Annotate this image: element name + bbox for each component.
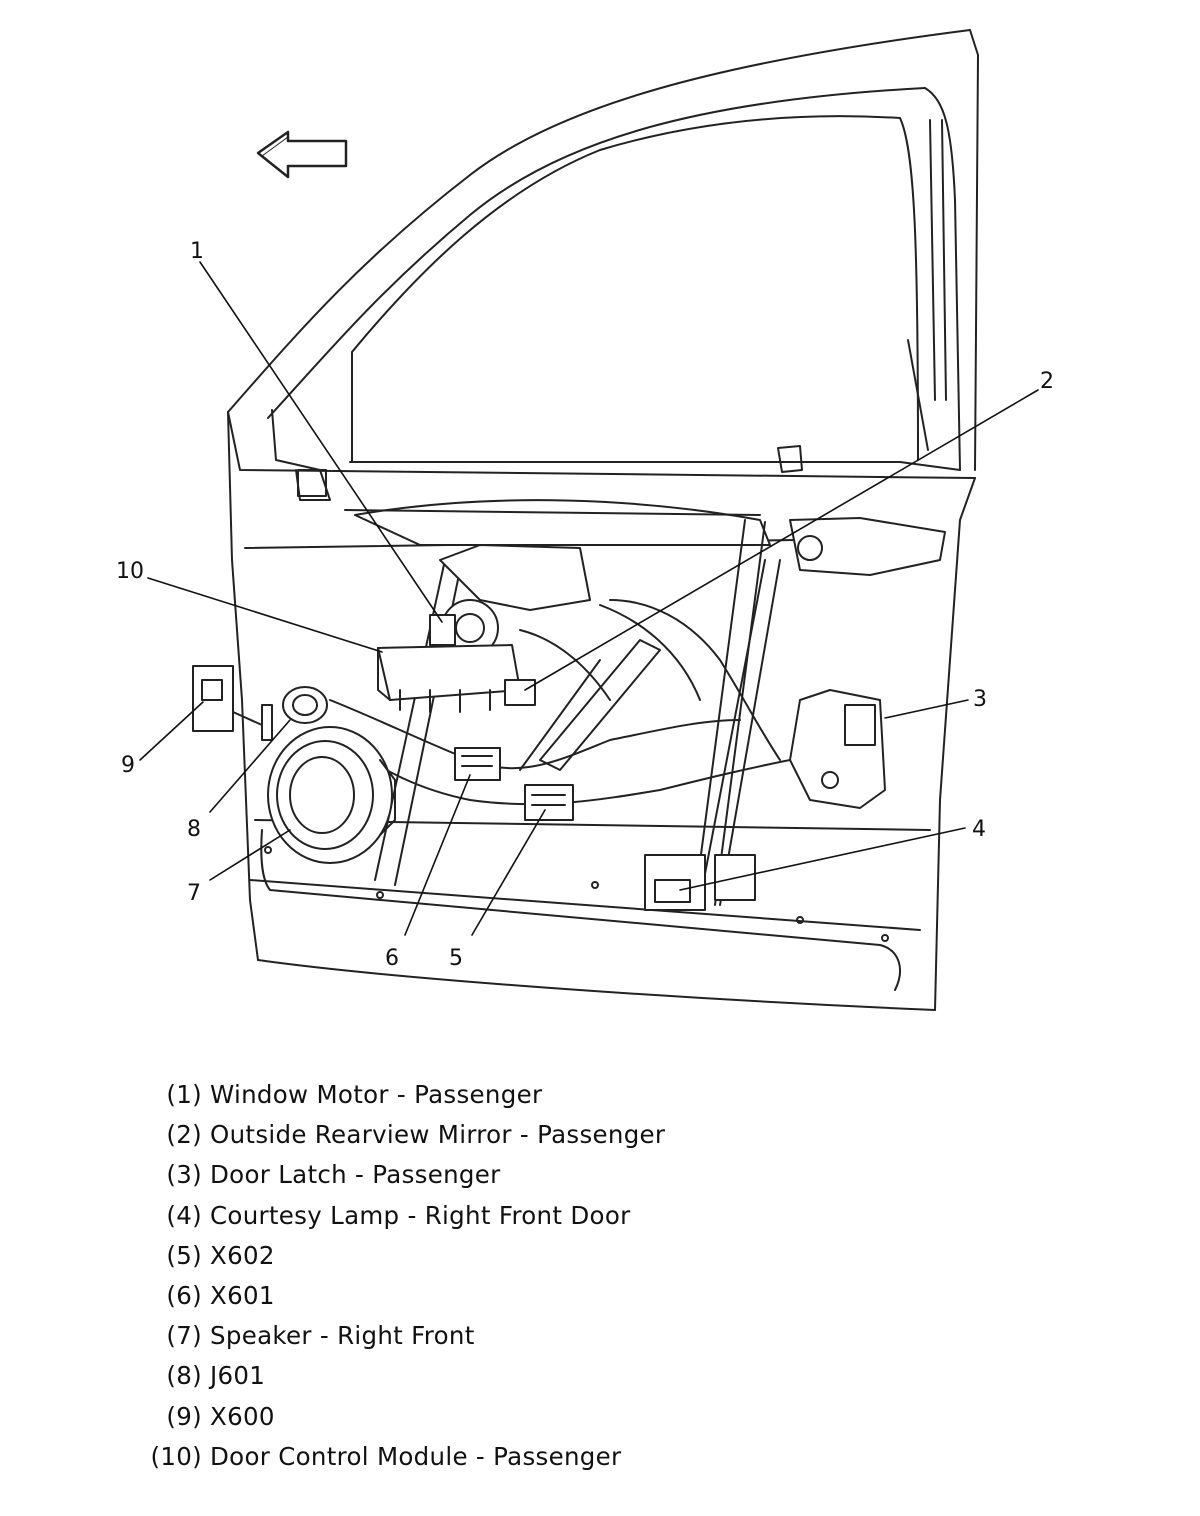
legend-number: (4) (166, 1200, 202, 1230)
legend-item: (6) X601 (128, 1281, 888, 1321)
legend-label: Outside Rearview Mirror - Passenger (210, 1120, 666, 1150)
legend-item: (5) X602 (128, 1241, 888, 1281)
legend-item: (9) X600 (128, 1402, 888, 1442)
legend-label: X601 (210, 1280, 275, 1310)
handle-assembly (789, 517, 946, 576)
legend-item: (7) Speaker - Right Front (128, 1321, 888, 1361)
legend-item: (8) J601 (128, 1361, 888, 1401)
legend-item: (2) Outside Rearview Mirror - Passenger (128, 1120, 888, 1160)
legend-item: (3) Door Latch - Passenger (128, 1160, 888, 1200)
legend-number: (7) (166, 1321, 202, 1351)
legend-label: Courtesy Lamp - Right Front Door (210, 1200, 631, 1230)
legend-label: Speaker - Right Front (210, 1321, 475, 1351)
legend-item: (1) Window Motor - Passenger (128, 1080, 888, 1120)
legend-number: (1) (166, 1080, 202, 1109)
door-diagram: 1 2 3 4 5 6 7 8 9 10 (116, 29, 1054, 1011)
speaker (267, 726, 396, 864)
door-latch (789, 689, 886, 809)
legend-item: (10) Door Control Module - Passenger (128, 1442, 888, 1482)
legend-number: (8) (166, 1361, 202, 1391)
legend-number: (10) (150, 1441, 202, 1471)
callout-2: 2 (1040, 369, 1054, 394)
callout-4: 4 (972, 817, 986, 842)
grommet-j601 (282, 686, 328, 724)
legend-number: (3) (166, 1160, 202, 1190)
legend-label: X600 (210, 1401, 275, 1431)
legend-label: J601 (210, 1361, 266, 1391)
legend-number: (2) (166, 1120, 202, 1150)
legend-label: Door Latch - Passenger (210, 1160, 501, 1190)
callout-9: 9 (121, 753, 135, 778)
component-legend: (1) Window Motor - Passenger (2) Outside… (128, 1080, 888, 1482)
legend-label: Window Motor - Passenger (210, 1080, 543, 1109)
window-regulator (344, 499, 781, 911)
door-control-module (377, 644, 536, 713)
legend-number: (9) (166, 1401, 202, 1431)
connector-x600 (192, 665, 273, 741)
callout-1: 1 (190, 239, 204, 264)
courtesy-lamp (654, 879, 691, 903)
legend-label: X602 (210, 1240, 275, 1270)
callout-7: 7 (187, 881, 201, 906)
left-arrow-icon (256, 130, 348, 179)
callout-10: 10 (116, 559, 144, 584)
legend-item: (4) Courtesy Lamp - Right Front Door (128, 1201, 888, 1241)
legend-label: Door Control Module - Passenger (210, 1441, 622, 1471)
legend-number: (5) (166, 1240, 202, 1270)
window-motor (429, 544, 591, 657)
connector-x602 (524, 784, 574, 821)
callout-6: 6 (385, 946, 399, 971)
connector-x601 (454, 747, 501, 781)
panel-holes (264, 846, 889, 942)
callout-8: 8 (187, 817, 201, 842)
callout-3: 3 (973, 687, 987, 712)
leader-lines (139, 261, 1039, 936)
callout-5: 5 (449, 946, 463, 971)
legend-number: (6) (166, 1280, 202, 1310)
